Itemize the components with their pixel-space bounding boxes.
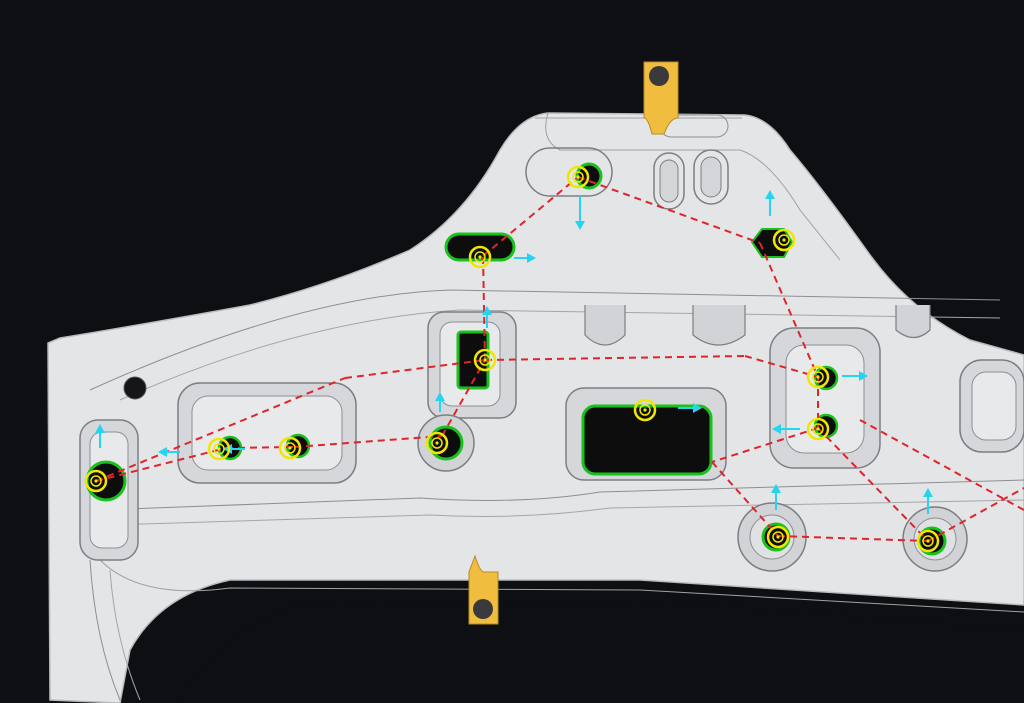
path-segment — [927, 487, 1024, 542]
notch-2 — [692, 305, 746, 346]
target-ring-icon — [468, 245, 492, 269]
pocket-right-inner — [785, 344, 865, 454]
target-ring-icon — [806, 417, 830, 441]
arrow-icon — [765, 190, 775, 216]
target-ring-icon — [633, 398, 657, 422]
top-slot — [525, 147, 613, 197]
slot-tall-right-inner — [700, 156, 722, 198]
top-lobe-edge — [545, 112, 841, 261]
arrow-icon — [95, 424, 105, 448]
path-segment — [744, 355, 819, 378]
path-segment — [777, 535, 929, 542]
target-ring-icon — [566, 165, 590, 189]
upper-flange — [89, 289, 1001, 391]
path-segment — [441, 359, 486, 437]
path-segment — [293, 435, 443, 448]
notch-3 — [895, 305, 931, 339]
target-ring-icon — [772, 228, 796, 252]
target-ring-icon — [806, 365, 830, 389]
inspection-path — [95, 176, 1024, 542]
arrow-icon — [842, 371, 868, 381]
arrow-icon — [678, 403, 702, 413]
arrow-icon — [158, 447, 180, 457]
arrow-icon — [435, 392, 445, 412]
path-segment — [95, 447, 227, 482]
clamp-bottom — [468, 554, 499, 625]
notch-1 — [584, 305, 626, 346]
target-ring-icon — [84, 469, 108, 493]
left-return — [89, 559, 121, 701]
hole-hex — [750, 228, 794, 258]
arrow-icon — [772, 424, 800, 434]
target-ring-icon — [425, 431, 449, 455]
lower-flange-2 — [109, 499, 1024, 526]
arrow-icon — [482, 306, 492, 328]
clamp-top — [643, 61, 679, 135]
lower-cutout — [180, 600, 1024, 703]
target-ring-icon — [207, 437, 231, 461]
target-ring-icon — [766, 525, 790, 549]
sheet-metal-panel — [47, 112, 1024, 703]
arrow-icon — [575, 196, 585, 230]
lower-flange — [99, 479, 1024, 511]
hole-window — [581, 404, 713, 476]
target-ring-icon — [916, 529, 940, 553]
arrow-icon — [771, 484, 781, 510]
path-segment — [484, 355, 746, 361]
clamp-pin-icon — [649, 66, 669, 86]
path-segment — [817, 427, 929, 542]
arrow-icon — [514, 253, 536, 263]
slot-tall-right — [693, 149, 729, 205]
bottom-edge — [99, 559, 1024, 613]
path-segment — [95, 377, 346, 482]
path-segment — [711, 461, 779, 537]
slot-tall-left-inner — [659, 159, 679, 203]
path-segment — [482, 176, 579, 257]
left-return-2 — [109, 569, 141, 701]
arrow-icon — [923, 488, 933, 514]
target-ring-icon — [473, 348, 497, 372]
path-segment — [577, 176, 761, 244]
clamp-pin-icon — [473, 599, 493, 619]
target-ring-icon — [278, 436, 302, 460]
path-segment — [482, 255, 486, 361]
path-segment — [759, 242, 819, 378]
path-segment — [711, 427, 819, 463]
small-hole-left — [123, 376, 147, 400]
pocket-far-right-inner — [971, 371, 1017, 441]
inspection-markers — [84, 165, 940, 553]
upper-flange-2 — [119, 309, 1001, 401]
